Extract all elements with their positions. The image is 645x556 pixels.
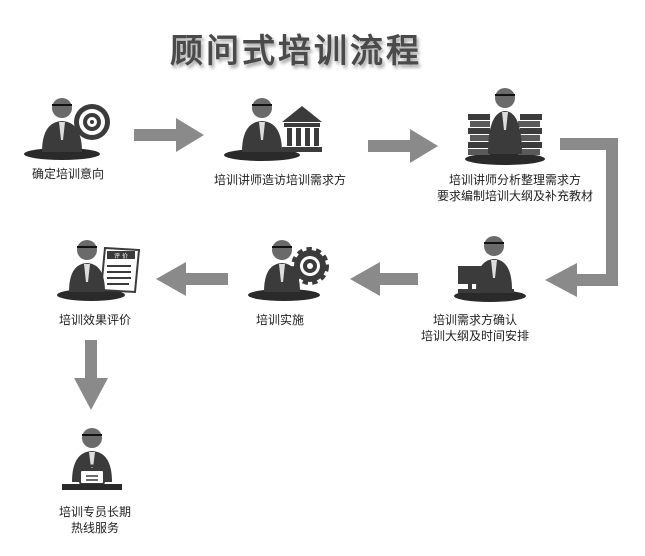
step-1-label: 确定培训意向 xyxy=(31,167,104,181)
step-3-label: 培训讲师分析整理需求方 要求编制培训大纲及补充教材 xyxy=(436,173,593,203)
step-4-figure xyxy=(454,236,526,302)
arrow-left-1 xyxy=(350,262,418,296)
step-7-figure xyxy=(62,428,122,490)
books-icon xyxy=(468,114,542,155)
arrow-left-2 xyxy=(156,262,228,296)
target-icon xyxy=(74,104,110,140)
page-title: 顾问式培训流程 xyxy=(170,31,422,70)
step-2-figure xyxy=(224,98,322,161)
step-1-figure xyxy=(24,98,110,160)
step-3-figure xyxy=(465,88,545,165)
evaluation-sheet-icon: 评 价 xyxy=(99,246,141,294)
step-2-label: 培训讲师造访培训需求方 xyxy=(213,173,346,187)
step-4-label: 培训需求方确认 培训大纲及时间安排 xyxy=(420,313,529,343)
bank-icon xyxy=(282,106,322,152)
computer-icon xyxy=(458,266,514,293)
arrow-right-2 xyxy=(368,129,438,163)
step-5-figure xyxy=(248,240,329,301)
arrow-down xyxy=(74,340,108,410)
evaluation-sheet-text: 评 价 xyxy=(114,252,128,260)
step-6-figure: 评 价 xyxy=(57,240,141,301)
step-7-label: 培训专员长期 热线服务 xyxy=(58,505,131,535)
telephone-icon xyxy=(79,464,105,485)
gear-icon xyxy=(291,247,329,285)
step-5-label: 培训实施 xyxy=(255,313,304,327)
arrow-elbow xyxy=(545,138,618,297)
arrow-right-1 xyxy=(134,118,204,152)
step-6-label: 培训效果评价 xyxy=(58,313,131,327)
